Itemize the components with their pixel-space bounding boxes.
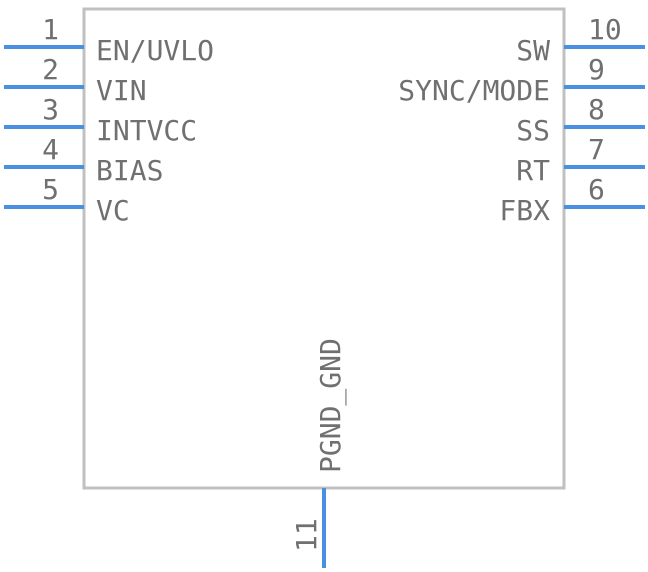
pin-name-right-7: RT: [516, 154, 550, 187]
pin-name-right-6: FBX: [499, 194, 550, 227]
pin-name-left-1: EN/UVLO: [96, 34, 214, 67]
pin-name-right-10: SW: [516, 34, 550, 67]
pin-number-8: 8: [588, 93, 605, 126]
pin-number-9: 9: [588, 53, 605, 86]
pin-number-6: 6: [588, 173, 605, 206]
pin-name-bottom-11: PGND_GND: [314, 338, 348, 473]
pin-number-10: 10: [588, 13, 622, 46]
pin-name-left-4: BIAS: [96, 154, 163, 187]
pin-name-right-8: SS: [516, 114, 550, 147]
pin-name-right-9: SYNC/MODE: [398, 74, 550, 107]
pin-number-3: 3: [42, 93, 59, 126]
pin-name-left-2: VIN: [96, 74, 147, 107]
pin-number-11: 11: [290, 518, 323, 552]
pin-name-left-3: INTVCC: [96, 114, 197, 147]
pin-number-7: 7: [588, 133, 605, 166]
pin-number-2: 2: [42, 53, 59, 86]
pin-name-left-5: VC: [96, 194, 130, 227]
ic-body: [82, 7, 566, 490]
pin-number-5: 5: [42, 173, 59, 206]
pin-number-4: 4: [42, 133, 59, 166]
pin-number-1: 1: [42, 13, 59, 46]
